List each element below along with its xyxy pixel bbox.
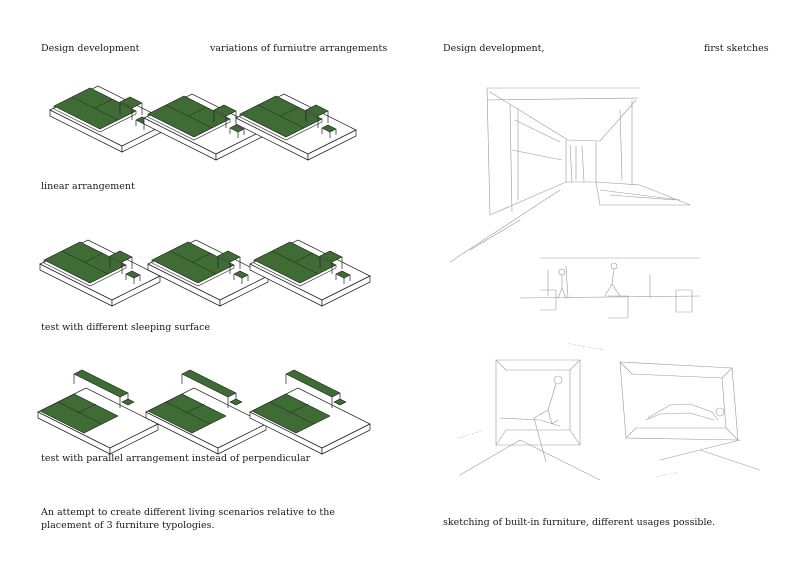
sketch-corridor — [449, 87, 691, 263]
right-caption: sketching of built-in furniture, differe… — [443, 517, 716, 528]
caption-sleeping-surface: test with different sleeping surface — [41, 322, 211, 333]
sketch-note-2: ~~~ ~~~ — [457, 428, 484, 442]
sketch-built-in-bed — [619, 361, 761, 471]
left-header-title: Design development — [41, 43, 140, 54]
description-text: An attempt to create different living sc… — [41, 507, 335, 531]
right-header-title: Design development, — [443, 43, 545, 54]
caption-linear: linear arrangement — [41, 181, 135, 192]
sketch-note-3: ~~~ ~~ — [655, 470, 678, 480]
sketch-note-1: ~ ~~~ ~~~~ — [567, 341, 604, 353]
right-header-subtitle: first sketches — [704, 43, 769, 54]
sketch-figures — [519, 257, 701, 319]
caption-parallel: test with parallel arrangement instead o… — [41, 453, 311, 464]
left-header-subtitle: variations of furniutre arrangements — [210, 43, 388, 54]
sketch-built-in-seat — [459, 359, 601, 481]
